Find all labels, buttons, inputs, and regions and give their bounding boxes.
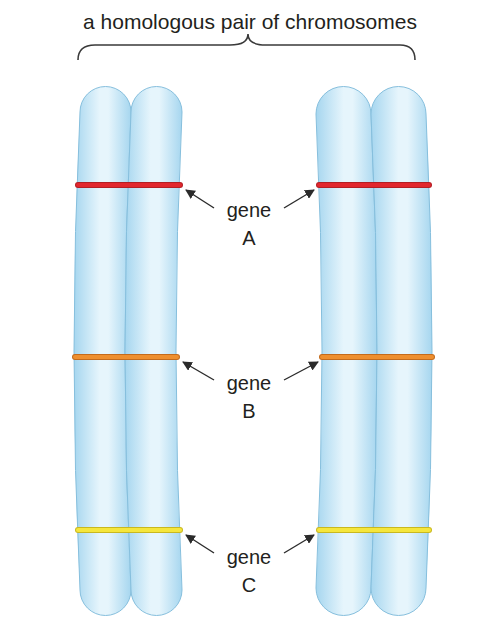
leader-arrow bbox=[186, 190, 214, 208]
chromatid bbox=[316, 87, 377, 616]
gene-label: gene C bbox=[221, 543, 277, 599]
gene-band bbox=[319, 183, 429, 187]
gene-band bbox=[78, 182, 180, 188]
leader-arrow bbox=[284, 190, 314, 208]
gene-band bbox=[78, 528, 180, 532]
gene-label: gene A bbox=[221, 196, 277, 252]
pair-caption: a homologous pair of chromosomes bbox=[15, 8, 485, 36]
gene-band bbox=[78, 527, 180, 533]
gene-band bbox=[319, 528, 429, 532]
gene-band bbox=[319, 182, 429, 188]
gene-band bbox=[75, 355, 177, 359]
chromatid bbox=[74, 87, 131, 616]
gene-band bbox=[75, 354, 177, 360]
gene-band bbox=[78, 183, 180, 187]
left-chromosome bbox=[74, 87, 182, 616]
gene-bands bbox=[75, 185, 432, 530]
gene-band bbox=[319, 527, 429, 533]
right-chromosome bbox=[316, 87, 432, 616]
gene-label: gene B bbox=[221, 369, 277, 425]
leader-arrows bbox=[183, 190, 318, 553]
chromatid bbox=[125, 87, 182, 616]
chromatid bbox=[371, 87, 432, 616]
leader-arrow bbox=[183, 362, 214, 380]
leader-arrow bbox=[284, 362, 318, 380]
leader-arrow bbox=[186, 535, 214, 553]
leader-arrow bbox=[284, 535, 314, 553]
pair-bracket bbox=[78, 34, 415, 60]
gene-band bbox=[322, 355, 432, 359]
gene-band bbox=[322, 354, 432, 360]
